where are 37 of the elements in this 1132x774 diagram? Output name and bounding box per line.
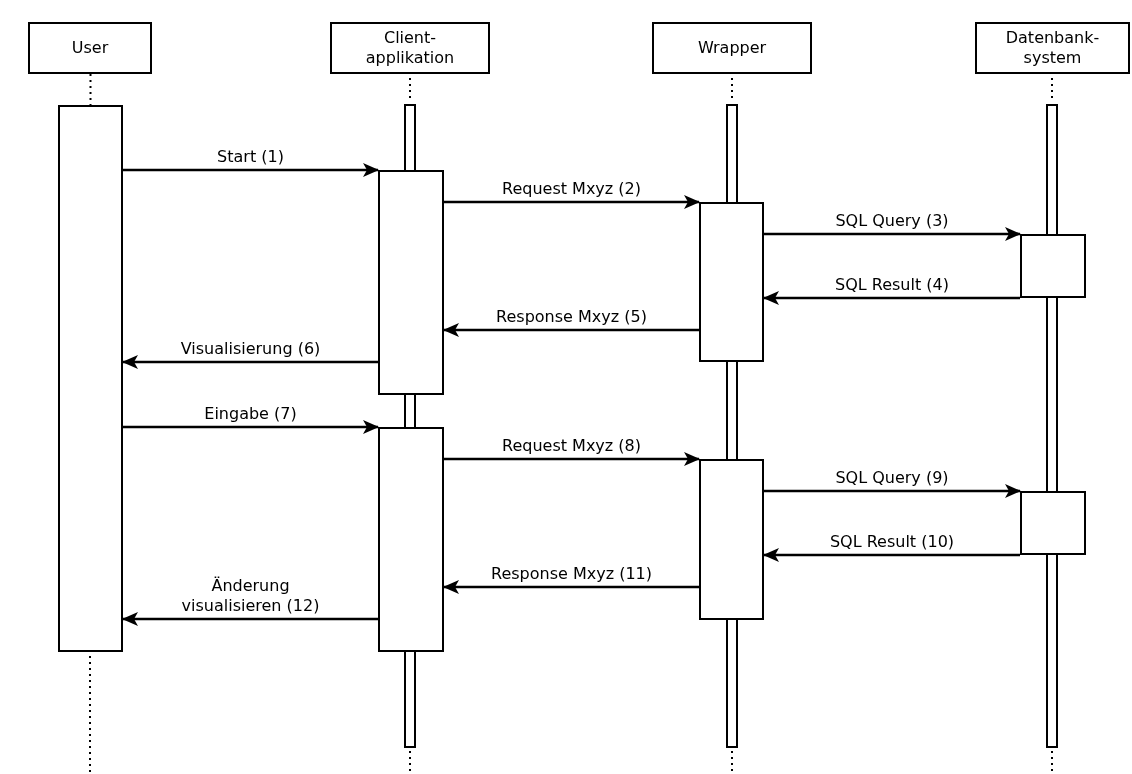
lifeline <box>89 73 92 106</box>
message-arrow <box>444 452 700 466</box>
message-arrow <box>122 612 378 626</box>
participant-name: Client-applikation <box>365 28 455 68</box>
participant-name: Wrapper <box>697 38 767 58</box>
participant-box <box>975 22 1130 74</box>
message-label: Start (1) <box>215 147 286 167</box>
message-arrow <box>122 355 378 369</box>
message-arrow <box>123 163 379 177</box>
message-label: SQL Query (9) <box>833 468 951 488</box>
participant-box <box>652 22 812 74</box>
message-label: Request Mxyz (8) <box>500 436 643 456</box>
message-label: Response Mxyz (11) <box>489 564 654 584</box>
message-arrow <box>763 291 1020 305</box>
activation-bar <box>58 105 123 652</box>
participant-box <box>330 22 490 74</box>
message-arrow <box>443 580 699 594</box>
message-arrow <box>123 420 379 434</box>
activation-bar <box>1020 234 1086 298</box>
participant-name: User <box>71 38 109 58</box>
message-label: Eingabe (7) <box>202 404 299 424</box>
message-arrow <box>764 227 1021 241</box>
activation-bar <box>378 427 444 652</box>
message-label: SQL Result (4) <box>833 275 951 295</box>
activation-bar <box>378 170 444 395</box>
message-label: Request Mxyz (2) <box>500 179 643 199</box>
activation-bar <box>699 202 764 362</box>
message-arrow <box>443 323 699 337</box>
message-label: Response Mxyz (5) <box>494 307 649 327</box>
message-arrow <box>763 548 1020 562</box>
activation-bar <box>1020 491 1086 555</box>
participant-box <box>28 22 152 74</box>
participant-name: Datenbank-system <box>1005 28 1100 68</box>
activation-bar <box>699 459 764 620</box>
message-label: SQL Query (3) <box>833 211 951 231</box>
message-arrow <box>444 195 700 209</box>
message-arrow <box>764 484 1021 498</box>
